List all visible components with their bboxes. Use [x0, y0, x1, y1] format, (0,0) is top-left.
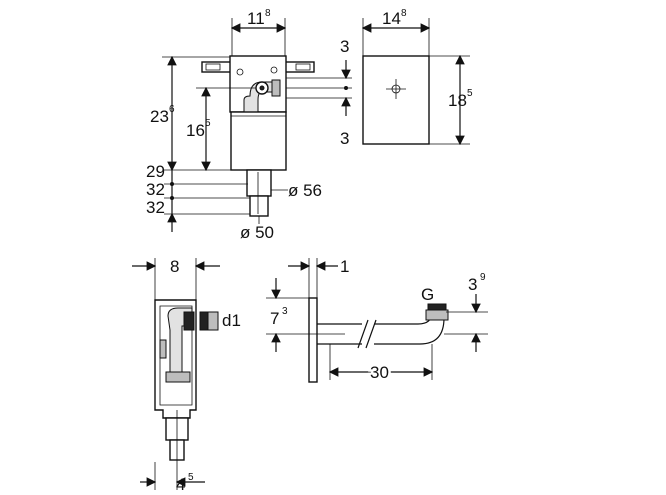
- label-side-depth: 8: [170, 257, 179, 276]
- dim-dot: [170, 182, 174, 186]
- pipe-break-mark: [357, 319, 369, 349]
- label-offset: 7: [270, 309, 279, 328]
- label-rise-sup: 9: [480, 272, 486, 283]
- label-plate-width: 14: [382, 9, 401, 28]
- cover-plate: [362, 55, 430, 145]
- side-view: d1 8 4 5: [132, 257, 241, 494]
- label-plate-width-sup: 8: [401, 8, 407, 19]
- label-offset-sup: 3: [282, 306, 288, 317]
- label-pipe-length: 30: [370, 363, 389, 382]
- thread-cap: [427, 303, 447, 311]
- side-clip: [159, 339, 167, 359]
- cover-plate-view: 14 8 18 5 3 3: [286, 8, 473, 148]
- trap-connector: [183, 311, 195, 331]
- label-rise: 3: [468, 275, 477, 294]
- label-box-height: 16: [186, 121, 205, 140]
- side-housing-inner: [159, 305, 193, 406]
- label-d1: d1: [222, 311, 241, 330]
- thread-nut: [425, 309, 449, 321]
- valve-center: [259, 85, 265, 91]
- trap-joint: [165, 371, 191, 383]
- d1-fitting: [207, 311, 219, 331]
- label-29: 29: [146, 162, 165, 181]
- outlet-fitting: [271, 79, 281, 97]
- label-side-bottom-sup: 5: [188, 472, 194, 483]
- label-top-width: 11: [247, 9, 265, 28]
- label-dia-56: ø 56: [288, 181, 322, 200]
- frame-hole: [270, 66, 278, 74]
- label-32a: 32: [146, 180, 165, 199]
- drain-pipe: [317, 310, 445, 345]
- siphon-box: [230, 111, 287, 171]
- label-bottom-gap: 3: [340, 129, 349, 148]
- frame-hole: [236, 68, 244, 76]
- rail-slot-left: [205, 63, 221, 71]
- label-total-height-sup: 6: [169, 104, 175, 115]
- label-side-bottom: 4: [176, 475, 185, 494]
- label-dia-50: ø 50: [240, 223, 274, 242]
- label-top-width-sup: 8: [265, 8, 271, 19]
- label-plate-height: 18: [448, 91, 467, 110]
- wall-plate-section: [308, 297, 318, 383]
- rail-slot-right: [295, 63, 311, 71]
- drain-pipe-upper: [246, 169, 272, 197]
- label-thread: G: [421, 285, 434, 304]
- drain-pipe-lower: [249, 195, 269, 217]
- label-top-gap: 3: [340, 37, 349, 56]
- label-box-height-sup: 5: [205, 118, 211, 129]
- pipe-break-mark: [365, 319, 377, 349]
- label-plate-height-sup: 5: [467, 88, 473, 99]
- front-view: 11 8 23 6 16 5 29 32 32 ø 56 ø 50: [146, 8, 322, 242]
- label-plate-thick: 1: [340, 257, 349, 276]
- pipe-view: 1 7 3 G 3 9 30: [266, 257, 488, 385]
- dim-dot: [344, 86, 348, 90]
- d1-nut: [199, 311, 209, 331]
- label-32b: 32: [146, 198, 165, 217]
- dim-dot: [170, 196, 174, 200]
- label-total-height: 23: [150, 107, 169, 126]
